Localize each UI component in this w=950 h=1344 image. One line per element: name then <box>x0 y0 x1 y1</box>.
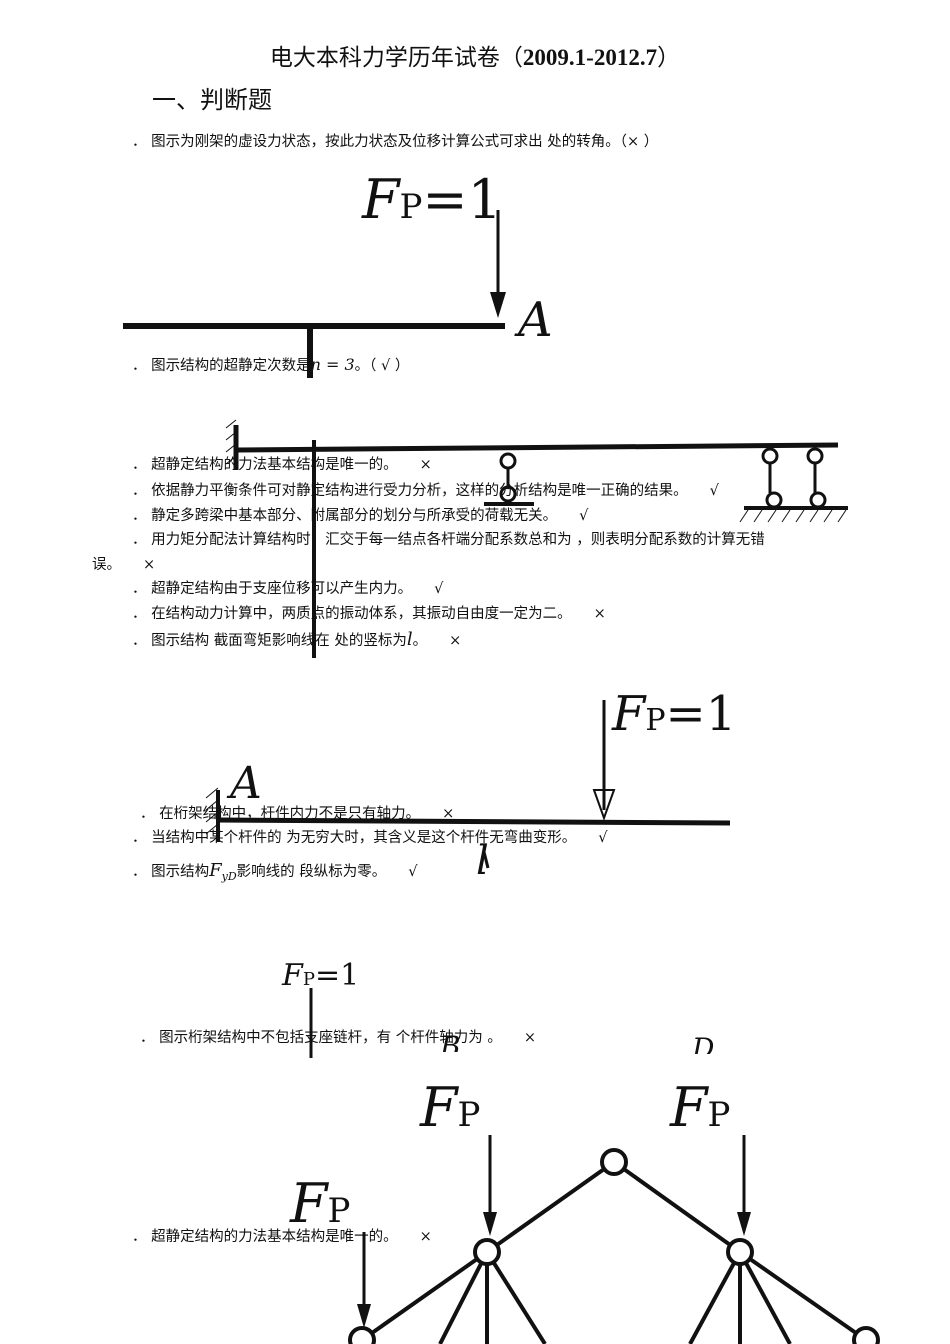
question-11: ． 当结构中某个杆件的 为无穷大时，其含义是这个杆件无弯曲变形。√ <box>132 830 608 846</box>
question-7: ． 超静定结构由于支座位移可以产生内力。√ <box>132 581 444 597</box>
fig5-load-3: FP <box>290 1172 351 1235</box>
fig3-load-label: FP=1 <box>612 686 737 742</box>
question-8: ． 在结构动力计算中，两质点的振动体系，其振动自由度一定为二。× <box>132 606 606 622</box>
fig4-node-d: D <box>692 1032 715 1054</box>
question-9: ． 图示结构 截面弯矩影响线在 处的竖标为l。× <box>132 629 462 650</box>
figure-2 <box>225 419 848 658</box>
question-6-cont: 误。× <box>92 557 156 573</box>
question-4: ． 依据静力平衡条件可对静定结构进行受力分析，这样的分析结构是唯一正确的结果。√ <box>132 483 719 499</box>
question-5: ． 静定多跨梁中基本部分、附属部分的划分与所承受的荷载无关。√ <box>132 508 589 524</box>
fig3-point-a: A <box>230 758 262 809</box>
fig1-load-label: FP=1 <box>362 168 502 231</box>
fig3-length-l: l <box>476 838 489 884</box>
question-1: ． 图示为刚架的虚设力状态，按此力状态及位移计算公式可求出 处的转角。（× ） <box>132 134 659 150</box>
question-3: ． 超静定结构的力法基本结构是唯一的。× <box>132 457 432 473</box>
figure-1 <box>123 210 506 378</box>
fig5-load-1: FP <box>420 1076 481 1139</box>
question-10: ． 在桁架结构中，杆件内力不是只有轴力。× <box>140 806 455 822</box>
fig4-node-b: B <box>440 1030 461 1052</box>
question-2: ． 图示结构的超静定次数是n = 3。（ √ ） <box>132 355 410 375</box>
fig1-point-a: A <box>518 292 553 348</box>
fig4-load-label: FP=1 <box>282 958 360 993</box>
page-title: 电大本科力学历年试卷（2009.1-2012.7） <box>269 45 681 71</box>
question-13: ． 图示桁架结构中不包括支座链杆，有 个杆件轴力为 。× <box>140 1030 536 1046</box>
question-6: ． 用力矩分配法计算结构时，汇交于每一结点各杆端分配系数总和为 ，则表明分配系数… <box>132 532 765 548</box>
fig5-load-2: FP <box>670 1076 731 1139</box>
figure-3 <box>205 700 731 869</box>
section-heading: 一、判断题 <box>152 86 272 114</box>
question-12: ． 图示结构FyD影响线的 段纵标为零。√ <box>132 860 418 883</box>
question-14: ． 超静定结构的力法基本结构是唯一的。× <box>132 1229 432 1245</box>
figure-5 <box>348 1135 880 1344</box>
